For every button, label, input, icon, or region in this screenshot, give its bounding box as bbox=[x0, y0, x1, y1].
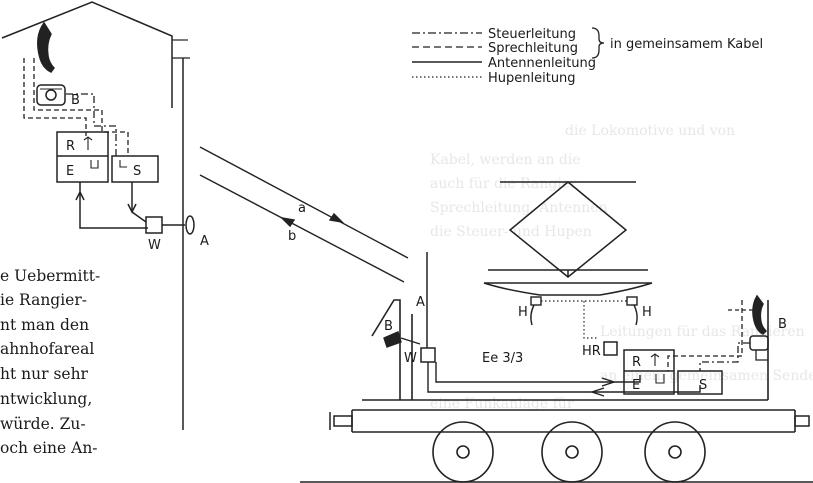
channel-a-arrow bbox=[328, 212, 345, 224]
building-roof-outline bbox=[1, 1, 173, 108]
building-antenna-label: A bbox=[200, 234, 209, 249]
svg-text:würde. Zu-: würde. Zu- bbox=[0, 415, 86, 433]
locomotive-switch-label: W bbox=[404, 351, 417, 366]
svg-text:die Lokomotive und von: die Lokomotive und von bbox=[565, 123, 735, 139]
locomotive-body bbox=[351, 299, 796, 433]
svg-text:ntwicklung,: ntwicklung, bbox=[0, 390, 92, 408]
legend-horn-line-label: Hupenleitung bbox=[488, 71, 576, 86]
building-control-unit-box bbox=[111, 155, 159, 183]
horn-relay-line bbox=[583, 301, 598, 339]
locomotive-control-lead bbox=[435, 362, 641, 383]
locomotive-handset-icon bbox=[749, 294, 769, 351]
cab-horn-icon bbox=[383, 331, 421, 348]
locomotive-buffers bbox=[329, 412, 810, 430]
channel-b-arrow bbox=[279, 216, 296, 228]
svg-text:ahnhofareal: ahnhofareal bbox=[0, 340, 94, 358]
legend-shared-cable-label: in gemeinsamem Kabel bbox=[610, 37, 763, 52]
building-units-frame bbox=[56, 131, 109, 183]
radio-channel-b-label: b bbox=[288, 229, 296, 244]
building-antenna-icon bbox=[185, 215, 195, 235]
locomotive-type-label: Ee 3/3 bbox=[482, 351, 523, 366]
handset-speech-line bbox=[33, 58, 129, 156]
legend-brace bbox=[591, 27, 605, 59]
pantograph bbox=[488, 181, 648, 278]
wheel-2 bbox=[541, 421, 603, 483]
radio-channel-b-line bbox=[199, 174, 405, 283]
horn-right-icon bbox=[626, 296, 638, 326]
building-handset-icon bbox=[36, 21, 66, 106]
svg-text:Sprechleitung, Antennen: Sprechleitung, Antennen bbox=[430, 200, 608, 216]
building-switch-box bbox=[145, 216, 163, 234]
building-handset-label: B bbox=[71, 93, 80, 108]
legend: Steuerleitung Sprechleitung in gemeinsam… bbox=[412, 27, 763, 86]
locomotive-roof bbox=[483, 282, 653, 296]
radio-channel-a-line bbox=[199, 146, 409, 259]
body-text-column: e Uebermitt- ie Rangier- nt man den ahnh… bbox=[0, 267, 100, 457]
locomotive-antenna-label: A bbox=[416, 295, 425, 310]
locomotive-transmitter-label: E bbox=[632, 378, 640, 393]
locomotive-handset-label: B bbox=[778, 317, 787, 332]
svg-text:nt man den: nt man den bbox=[0, 316, 89, 334]
horn-relay-label: HR bbox=[582, 344, 601, 359]
locomotive-receiver-label: R bbox=[632, 355, 641, 370]
cab-horn-label: B bbox=[384, 319, 393, 334]
legend-antenna-line-label: Antennenleitung bbox=[488, 56, 596, 71]
horn-left-label: H bbox=[518, 305, 528, 320]
handset-cord bbox=[23, 58, 87, 136]
svg-text:ie Rangier-: ie Rangier- bbox=[0, 291, 87, 309]
building-transmitter-label: E bbox=[66, 164, 74, 179]
wheel-3 bbox=[644, 421, 706, 483]
svg-text:och eine An-: och eine An- bbox=[0, 439, 98, 457]
handset-control-line bbox=[66, 93, 117, 156]
svg-text:die Steuer- und Hupen: die Steuer- und Hupen bbox=[430, 224, 592, 240]
svg-text:an einem gemeinsamen Sender: an einem gemeinsamen Sender bbox=[600, 368, 813, 384]
building-control-unit-label: S bbox=[133, 164, 141, 179]
locomotive-control-unit-label: S bbox=[699, 378, 707, 393]
svg-text:Kabel, werden an die: Kabel, werden an die bbox=[430, 152, 581, 168]
radio-channel-a-label: a bbox=[298, 201, 306, 216]
locomotive-switch-box bbox=[420, 347, 436, 363]
locomotive-antenna-lead bbox=[427, 362, 701, 393]
control-building bbox=[1, 1, 190, 430]
bleed-through-text: die Lokomotive und von Kabel, werden an … bbox=[430, 123, 813, 412]
svg-text:auch für die Rangier: auch für die Rangier bbox=[430, 176, 577, 192]
svg-text:ht nur sehr: ht nur sehr bbox=[0, 365, 89, 383]
svg-text:Leitungen für das Rangieren: Leitungen für das Rangieren bbox=[600, 324, 805, 340]
building-switch-label: W bbox=[148, 238, 161, 253]
legend-control-line-label: Steuerleitung bbox=[488, 27, 576, 42]
horn-right-label: H bbox=[642, 305, 652, 320]
wheel-1 bbox=[432, 421, 494, 483]
horn-left-icon bbox=[530, 296, 542, 326]
horn-relay-box bbox=[603, 341, 618, 356]
building-receiver-label: R bbox=[66, 139, 75, 154]
svg-text:e Uebermitt-: e Uebermitt- bbox=[0, 267, 100, 285]
locomotive-wheels bbox=[420, 421, 722, 483]
receiver-antenna-lead bbox=[79, 182, 148, 229]
locomotive-units-frame bbox=[623, 349, 675, 395]
legend-speech-line-label: Sprechleitung bbox=[488, 41, 578, 56]
